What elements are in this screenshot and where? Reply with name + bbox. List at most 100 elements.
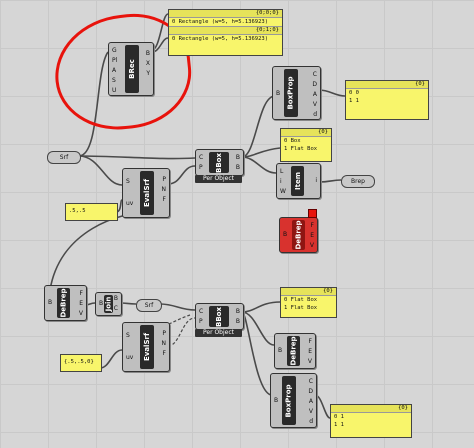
evalsrf-component-top[interactable]: S uv EvalSrf P N F	[122, 168, 170, 218]
boxprop2-output-c[interactable]: C	[308, 378, 313, 385]
boxprop-output-a[interactable]: A	[312, 91, 317, 98]
debrep-component-right[interactable]: B DeBrep F E V	[274, 333, 316, 369]
brep-param[interactable]: Brep	[341, 175, 375, 188]
boxprop-output-v[interactable]: V	[312, 101, 317, 108]
boxprop-name-strip: BoxProp	[284, 69, 298, 117]
evalsrf-name-strip: EvalSrf	[140, 171, 154, 215]
debrep-red-output-v[interactable]: V	[309, 242, 314, 249]
panel-path-header: {0}	[331, 405, 411, 413]
debrep-left-output-v[interactable]: V	[78, 310, 83, 317]
bbox-output-b[interactable]: B	[235, 154, 240, 161]
evalsrf-input-s[interactable]: S	[126, 178, 130, 185]
join-name-strip: Join	[104, 295, 113, 313]
debrep-right-output-e[interactable]: E	[308, 348, 312, 355]
debrep-red-output-e[interactable]: E	[310, 232, 314, 239]
brec-input-pl[interactable]: Pl	[112, 57, 118, 64]
uv-panel-bottom[interactable]: {.5,.5,0}	[60, 354, 102, 372]
bbox-output-panel-bottom[interactable]: {0} 0 Flat Box 1 Flat Box	[280, 287, 337, 318]
join-component[interactable]: B Join B C	[95, 292, 122, 316]
debrep-left-input-b[interactable]: B	[48, 299, 53, 306]
evalsrf-output-f[interactable]: F	[162, 196, 166, 203]
brec-input-g[interactable]: G	[112, 47, 117, 54]
boxprop-output-panel-bottom[interactable]: {0} 0 1 1 1	[330, 404, 412, 438]
bbox2-input-p[interactable]: P	[199, 318, 203, 325]
debrep-red-input-b[interactable]: B	[283, 231, 288, 238]
warning-flag-icon	[308, 209, 317, 218]
srf-param-bottom[interactable]: Srf	[136, 299, 162, 312]
panel-path-header: {0;1;0}	[169, 26, 282, 35]
bbox2-name-strip: BBox	[209, 306, 229, 327]
boxprop2-input-b[interactable]: B	[274, 397, 279, 404]
panel-row: 1 Flat Box	[284, 146, 318, 152]
bbox-output-b2[interactable]: B	[235, 164, 240, 171]
evalsrf-component-bottom[interactable]: S uv EvalSrf P N F	[122, 322, 170, 372]
bbox2-output-b2[interactable]: B	[235, 318, 240, 325]
debrep-red-name-strip: DeBrep	[292, 220, 305, 250]
panel-row: 0 1	[334, 414, 344, 420]
evalsrf2-output-n[interactable]: N	[161, 340, 167, 347]
brec-output-x[interactable]: X	[145, 60, 150, 67]
evalsrf2-input-uv[interactable]: uv	[126, 354, 134, 361]
srf-param-top[interactable]: Srf	[47, 151, 81, 164]
debrep-left-name-strip: DeBrep	[57, 288, 70, 318]
boxprop2-output-d[interactable]: D	[308, 388, 313, 395]
item-component[interactable]: L i W Item i	[276, 163, 321, 199]
uv-panel-top[interactable]: .5,.5	[65, 203, 118, 221]
bbox-component-bottom[interactable]: C P BBox B B	[195, 303, 244, 330]
join-output-b[interactable]: B	[113, 295, 118, 302]
item-input-w[interactable]: W	[280, 188, 286, 195]
debrep-right-output-v[interactable]: V	[307, 358, 312, 365]
debrep-red-output-f[interactable]: F	[310, 222, 314, 229]
brec-output-y[interactable]: Y	[146, 70, 150, 77]
boxprop-output-panel-top[interactable]: {0} 0 0 1 1	[345, 80, 429, 120]
brec-input-a[interactable]: A	[112, 67, 117, 74]
panel-row: 1 1	[349, 98, 359, 104]
brec-input-u[interactable]: U	[112, 87, 117, 94]
boxprop2-output-a[interactable]: A	[308, 398, 313, 405]
panel-path-header: {0}	[281, 129, 331, 137]
debrep-component-red[interactable]: B DeBrep F E V	[279, 217, 318, 253]
boxprop2-output-v[interactable]: V	[308, 408, 313, 415]
evalsrf-output-n[interactable]: N	[161, 186, 167, 193]
boxprop-output-c[interactable]: C	[312, 71, 317, 78]
debrep-right-output-f[interactable]: F	[308, 338, 312, 345]
boxprop-component-bottom[interactable]: B BoxProp C D A V d	[270, 373, 317, 428]
bbox-component-top[interactable]: C P BBox B B	[195, 149, 244, 176]
join-input-b[interactable]: B	[99, 300, 104, 307]
debrep-component-left[interactable]: B DeBrep F E V	[44, 285, 87, 321]
bbox-output-panel-top[interactable]: {0} 0 Box 1 Flat Box	[280, 128, 332, 162]
brec-component[interactable]: G Pl A S U BRec B X Y	[108, 42, 154, 96]
boxprop-input-b[interactable]: B	[276, 90, 281, 97]
panel-row: .5,.5	[69, 208, 86, 214]
evalsrf2-input-s[interactable]: S	[126, 332, 130, 339]
evalsrf-input-uv[interactable]: uv	[126, 200, 134, 207]
brec-input-s[interactable]: S	[112, 77, 116, 84]
debrep-right-input-b[interactable]: B	[278, 347, 283, 354]
bbox-input-p[interactable]: P	[199, 164, 203, 171]
join-output-c[interactable]: C	[113, 305, 118, 312]
panel-path-header: {0;0;0}	[169, 10, 282, 18]
panel-row: 0 0	[349, 90, 359, 96]
evalsrf2-output-p[interactable]: P	[162, 330, 166, 337]
brec-output-b[interactable]: B	[145, 50, 150, 57]
debrep-left-output-f[interactable]: F	[79, 290, 83, 297]
debrep-left-output-e[interactable]: E	[79, 300, 83, 307]
evalsrf-output-p[interactable]: P	[162, 176, 166, 183]
boxprop-output-d[interactable]: D	[312, 81, 317, 88]
panel-row: 0 Box	[284, 138, 301, 144]
bbox-input-c[interactable]: C	[199, 154, 204, 161]
bbox2-input-c[interactable]: C	[199, 308, 204, 315]
item-input-l[interactable]: L	[280, 168, 284, 175]
bbox2-output-b[interactable]: B	[235, 308, 240, 315]
item-output-i[interactable]: i	[315, 177, 317, 184]
panel-row: {.5,.5,0}	[64, 359, 94, 365]
brec-output-panel[interactable]: {0;0;0} 0 Rectangle (w=5, h=5.136923) {0…	[168, 9, 283, 56]
panel-row: 1 1	[334, 422, 344, 428]
debrep-right-name-strip: DeBrep	[287, 336, 300, 366]
item-name-strip: Item	[291, 166, 304, 196]
boxprop-output-d2[interactable]: d	[313, 111, 317, 118]
item-input-i[interactable]: i	[280, 178, 282, 185]
evalsrf2-output-f[interactable]: F	[162, 350, 166, 357]
boxprop-component-top[interactable]: B BoxProp C D A V d	[272, 66, 321, 120]
boxprop2-output-d2[interactable]: d	[309, 418, 313, 425]
